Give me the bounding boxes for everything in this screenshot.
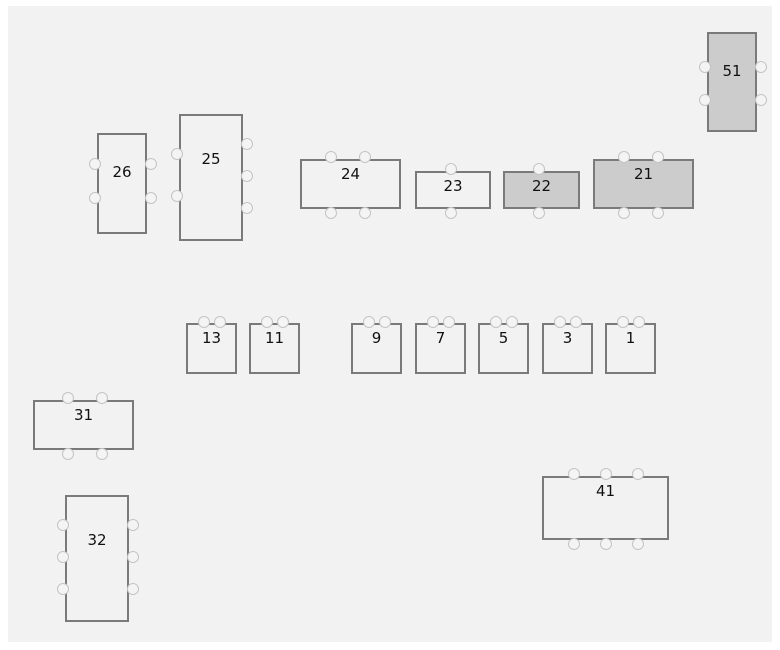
chair (533, 163, 545, 175)
table-number: 51 (722, 62, 742, 80)
chair (171, 190, 183, 202)
chair (427, 316, 439, 328)
table-number: 41 (595, 482, 616, 500)
chair (600, 538, 612, 550)
chair (145, 192, 157, 204)
table-number: 7 (435, 329, 446, 347)
chair (363, 316, 375, 328)
table-number: 1 (625, 329, 636, 347)
chair (62, 392, 74, 404)
table-22[interactable]: 22 (503, 163, 580, 219)
table-25[interactable]: 25 (171, 114, 253, 241)
table-11[interactable]: 11 (249, 316, 300, 374)
chair (445, 207, 457, 219)
chair (652, 151, 664, 163)
chair (96, 392, 108, 404)
table-7[interactable]: 7 (415, 316, 466, 374)
table-26[interactable]: 26 (89, 133, 157, 234)
table-24[interactable]: 24 (300, 151, 401, 219)
floor-plan: 51 26 25 24 23 22 (8, 6, 772, 642)
chair (241, 138, 253, 150)
chair (379, 316, 391, 328)
table-number: 3 (562, 329, 573, 347)
chair (214, 316, 226, 328)
chair (325, 151, 337, 163)
chair (755, 61, 767, 73)
chair (618, 207, 630, 219)
table-number: 21 (633, 165, 654, 183)
table-number: 24 (340, 165, 361, 183)
chair (699, 61, 711, 73)
chair (618, 151, 630, 163)
table-1[interactable]: 1 (605, 316, 656, 374)
chair (57, 583, 69, 595)
chair (96, 448, 108, 460)
table-21[interactable]: 21 (593, 151, 694, 219)
chair (89, 158, 101, 170)
table-number: 22 (531, 177, 552, 195)
chair (617, 316, 629, 328)
chair (443, 316, 455, 328)
table-number: 26 (112, 163, 132, 181)
chair (568, 538, 580, 550)
chair (57, 551, 69, 563)
table-23[interactable]: 23 (415, 163, 491, 219)
table-number: 5 (498, 329, 509, 347)
chair (600, 468, 612, 480)
table-number: 23 (443, 177, 463, 195)
table-3[interactable]: 3 (542, 316, 593, 374)
table-number: 25 (201, 150, 221, 168)
chair (755, 94, 767, 106)
table-number: 9 (371, 329, 382, 347)
chair (89, 192, 101, 204)
table-13[interactable]: 13 (186, 316, 237, 374)
chair (632, 538, 644, 550)
chair (633, 316, 645, 328)
table-number: 13 (201, 329, 222, 347)
chair (533, 207, 545, 219)
chair (554, 316, 566, 328)
chair (699, 94, 711, 106)
table-32[interactable]: 32 (57, 495, 139, 622)
chair (171, 148, 183, 160)
table-number: 11 (264, 329, 285, 347)
table-5[interactable]: 5 (478, 316, 529, 374)
table-41[interactable]: 41 (542, 468, 669, 550)
chair (490, 316, 502, 328)
chair (127, 583, 139, 595)
chair (359, 151, 371, 163)
chair (445, 163, 457, 175)
table-number: 32 (87, 531, 107, 549)
chair (241, 202, 253, 214)
chair (145, 158, 157, 170)
table-number: 31 (73, 406, 94, 424)
chair (632, 468, 644, 480)
chair (127, 551, 139, 563)
chair (325, 207, 337, 219)
chair (652, 207, 664, 219)
chair (57, 519, 69, 531)
chair (127, 519, 139, 531)
table-31[interactable]: 31 (33, 392, 134, 460)
chair (568, 468, 580, 480)
chair (506, 316, 518, 328)
table-9[interactable]: 9 (351, 316, 402, 374)
chair (241, 170, 253, 182)
table-51[interactable]: 51 (699, 32, 767, 132)
chair (277, 316, 289, 328)
chair (62, 448, 74, 460)
chair (359, 207, 371, 219)
chair (198, 316, 210, 328)
chair (570, 316, 582, 328)
chair (261, 316, 273, 328)
